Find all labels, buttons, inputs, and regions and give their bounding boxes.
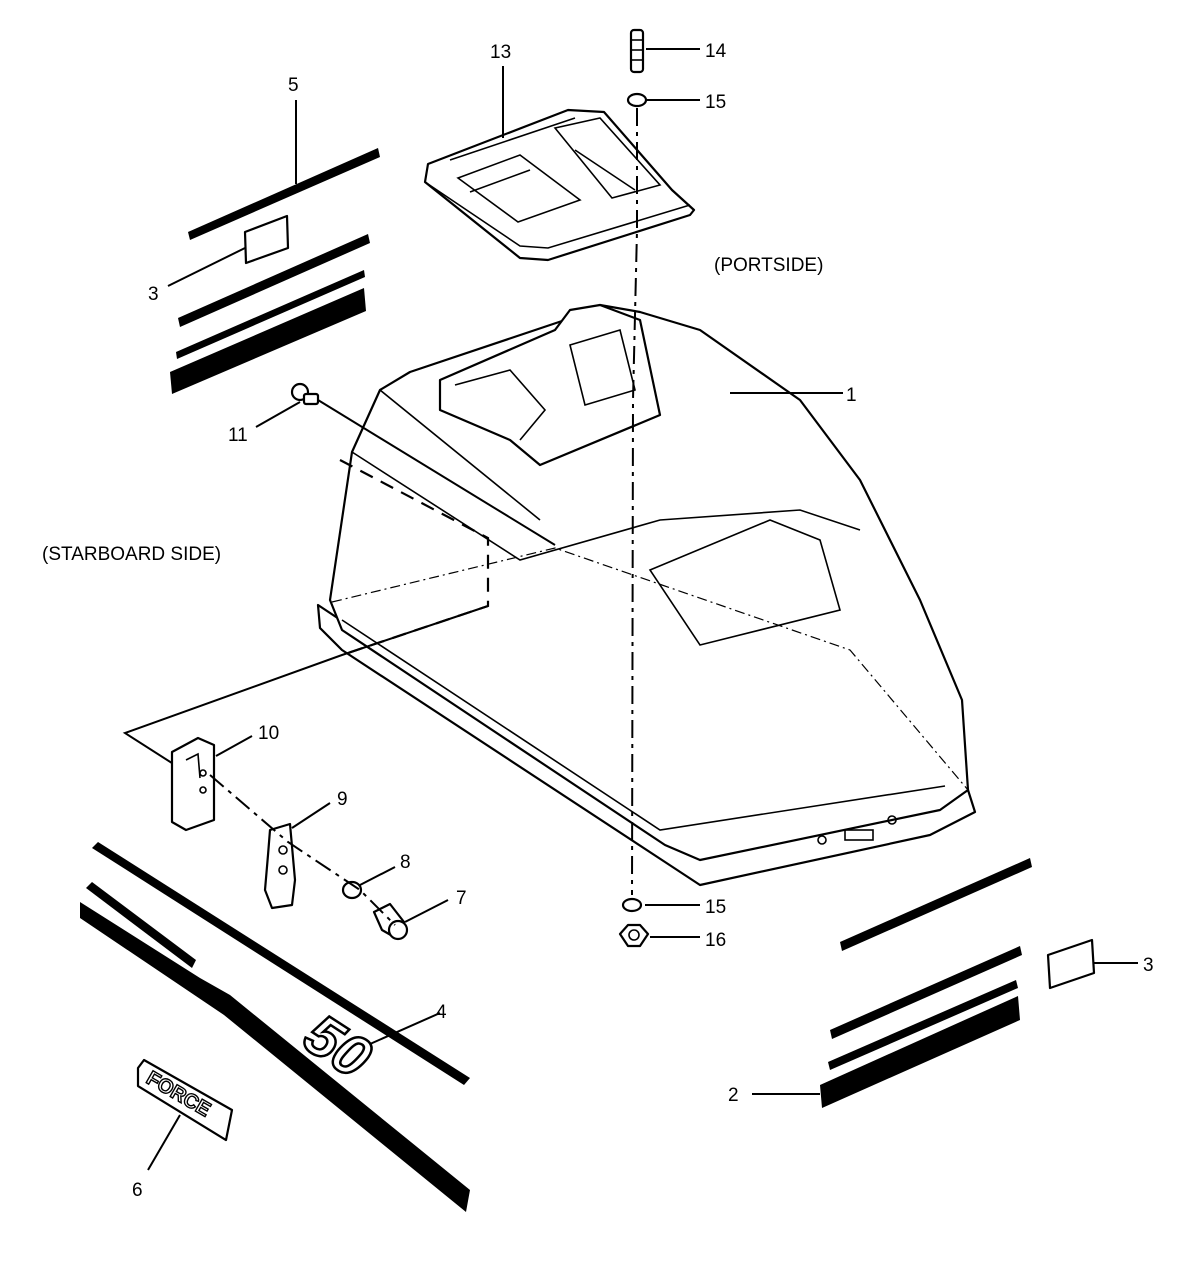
callout-15-upper: 15 (705, 92, 726, 113)
part-9-latch-plate (263, 822, 297, 910)
callout-15-lower: 15 (705, 897, 726, 918)
leader-11-path (317, 399, 556, 546)
callout-8: 8 (400, 852, 411, 873)
part-1-cowl (316, 303, 977, 887)
part-15-washer-upper (626, 92, 648, 108)
bracket-reference-line (122, 605, 489, 766)
part-5-stripe-decal (170, 148, 380, 394)
callout-9: 9 (337, 789, 348, 810)
callout-16: 16 (705, 930, 726, 951)
callout-2: 2 (728, 1085, 739, 1106)
starboard-side-label: (STARBOARD SIDE) (42, 544, 221, 565)
callout-4: 4 (436, 1002, 447, 1023)
vertical-fastener-axis (631, 108, 638, 896)
fastener-axis-line (209, 774, 396, 926)
part-16-nut (618, 923, 650, 948)
part-2-stripe-decal (820, 858, 1032, 1108)
callout-1: 1 (846, 385, 857, 406)
portside-label: (PORTSIDE) (714, 255, 823, 276)
callout-3-lower: 3 (1143, 955, 1154, 976)
part-3-label-decal-upper (243, 214, 290, 265)
callout-10: 10 (258, 723, 279, 744)
callout-7: 7 (456, 888, 467, 909)
callout-11: 11 (228, 425, 248, 446)
callout-13: 13 (490, 42, 511, 63)
callout-6: 6 (132, 1180, 143, 1201)
callout-3-upper: 3 (148, 284, 159, 305)
leader-lines (147, 48, 1138, 1171)
part-10-bracket (170, 736, 216, 832)
part-4-stripe-decal (80, 842, 470, 1212)
part-15-washer-lower (621, 897, 643, 913)
part-14-screw (629, 28, 645, 74)
part-3-label-decal-lower (1046, 938, 1096, 990)
part-8-washer (341, 880, 363, 900)
callout-14: 14 (705, 41, 727, 62)
part-6-force-emblem: FORCE (136, 1058, 234, 1142)
callout-5: 5 (288, 75, 299, 96)
part-13-top-cover (423, 108, 696, 262)
part-11-screw (290, 382, 320, 406)
